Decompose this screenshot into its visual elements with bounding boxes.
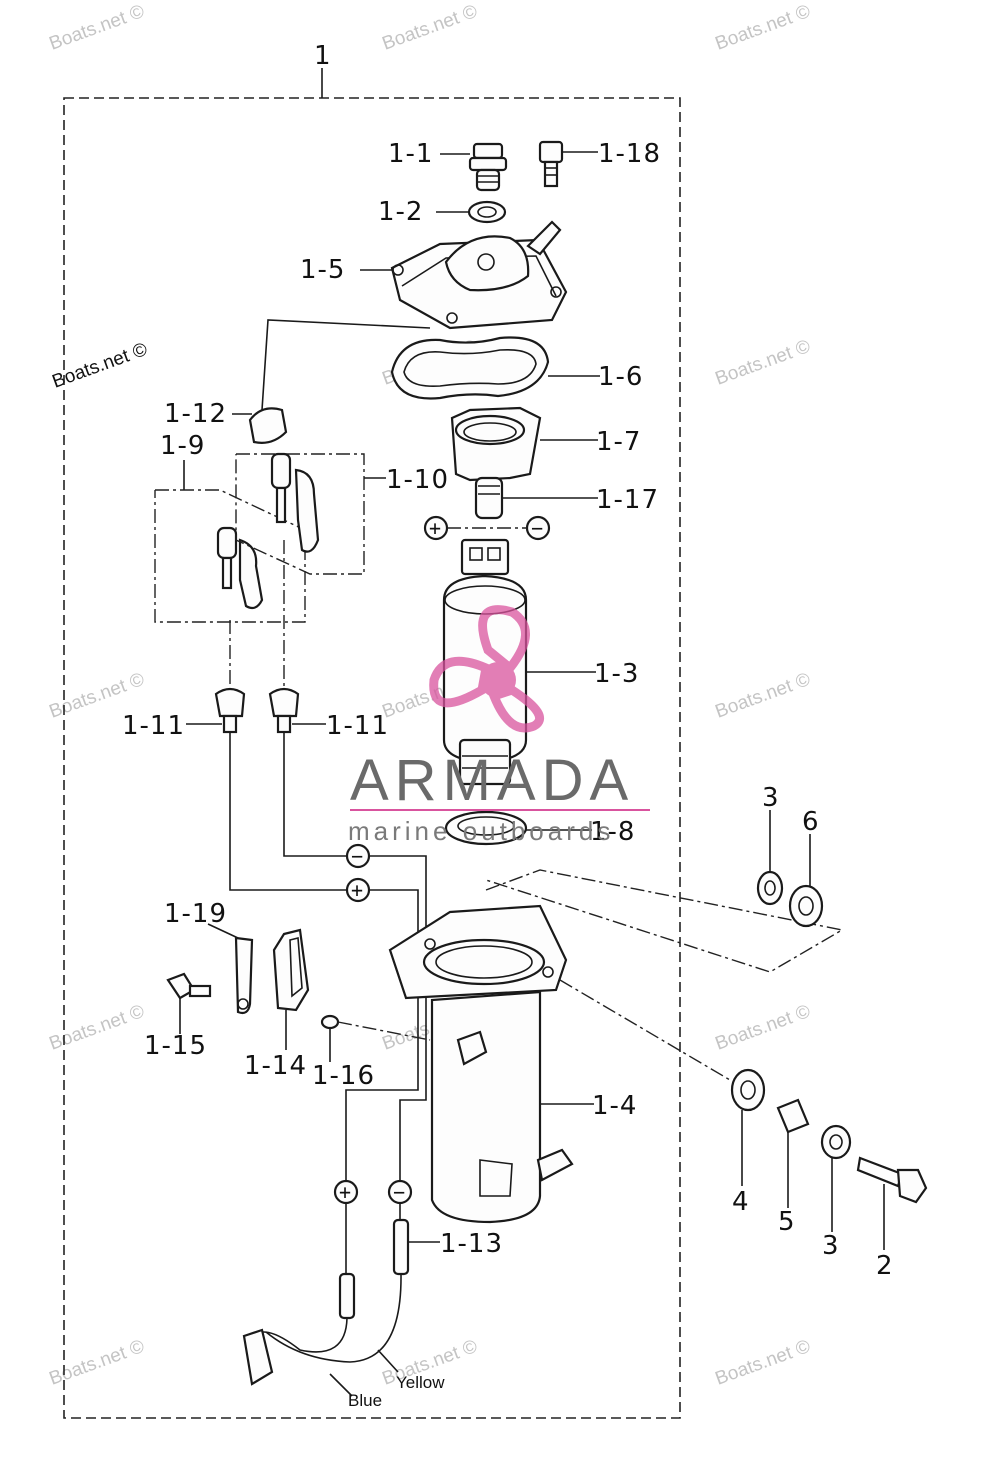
watermark: Boats.net © [47, 1336, 148, 1390]
callout-1-1: 1-1 [388, 139, 433, 169]
watermark: Boats.net © [713, 1001, 814, 1055]
wire-label-yellow: Yellow [396, 1373, 445, 1392]
callout-3-upper: 3 [762, 783, 780, 813]
callout-1-18: 1-18 [598, 139, 661, 169]
callout-1-16: 1-16 [312, 1061, 375, 1091]
callout-1-15: 1-15 [144, 1031, 207, 1061]
wiring: − + [229, 732, 427, 1180]
pump-polarity: + − [423, 515, 551, 541]
watermark: Boats.net © [713, 1336, 814, 1390]
bolt-2: 2 [856, 1156, 928, 1281]
callout-1-19: 1-19 [164, 899, 227, 929]
callout-1-17: 1-17 [596, 485, 659, 515]
watermark: Boats.net © [713, 1, 814, 55]
plus-symbol: + [351, 878, 363, 902]
fitting-1-1: 1-1 [388, 139, 508, 192]
connector-1-17: 1-17 [474, 476, 659, 520]
callout-1-10: 1-10 [386, 465, 449, 495]
washer-1-16: 1-16 [312, 1014, 431, 1091]
callout-1-8: 1-8 [590, 817, 635, 847]
callout-1-4: 1-4 [592, 1091, 637, 1121]
callout-1-13: 1-13 [440, 1229, 503, 1259]
brand-logo: ARMADA marine outboards [348, 605, 650, 846]
watermark: Boats.net © [713, 336, 814, 390]
callout-1-9: 1-9 [160, 431, 205, 461]
assembly-boundary: 1 [63, 41, 681, 1419]
callout-6: 6 [802, 807, 820, 837]
brand-tagline: marine outboards [348, 816, 614, 846]
o-ring-1-2: 1-2 [378, 197, 507, 227]
callout-1-6: 1-6 [598, 362, 643, 392]
wire-label-blue: Blue [348, 1391, 382, 1410]
gasket-1-6: 1-6 [390, 336, 643, 400]
washer-3-upper: 3 [756, 783, 784, 906]
harness-1-13: + − 1-13 Yellow Blue [242, 1179, 503, 1410]
callout-1-12: 1-12 [164, 399, 227, 429]
callout-4: 4 [732, 1187, 750, 1217]
bolt-1-15: 1-15 [144, 972, 212, 1061]
watermark: Boats.net © [47, 1001, 148, 1055]
strap-1-19: 1-19 [164, 899, 254, 1015]
minus-symbol: − [393, 1180, 405, 1204]
terminal-group-1-10: 1-10 [235, 452, 449, 575]
washer-3-lower: 3 [820, 1124, 852, 1261]
leader-cover [261, 319, 431, 411]
seal-1-8: 1-8 [444, 810, 635, 847]
callout-1-11-right: 1-11 [326, 711, 389, 741]
nut-1-7: 1-7 [450, 406, 641, 482]
cover-1-5: 1-5 [300, 220, 568, 330]
callout-1-5: 1-5 [300, 255, 345, 285]
callout-3-lower: 3 [822, 1231, 840, 1261]
terminal-1-11-right: 1-11 [268, 540, 389, 741]
callout-1-14: 1-14 [244, 1051, 307, 1081]
callout-5: 5 [778, 1207, 796, 1237]
callout-assembly: 1 [314, 41, 332, 71]
guide-lower-right [559, 979, 731, 1081]
holder-1-14: 1-14 [244, 928, 310, 1081]
plus-symbol: + [429, 516, 441, 540]
grommet-4: 4 [730, 1068, 766, 1217]
watermark: Boats.net © [47, 1, 148, 55]
screw-1-18: 1-18 [538, 139, 661, 188]
minus-symbol: − [351, 844, 363, 868]
callout-1-7: 1-7 [596, 427, 641, 457]
callout-1-3: 1-3 [594, 659, 639, 689]
brand-name: ARMADA [350, 748, 634, 813]
clip-1-12: 1-12 [164, 399, 288, 444]
grommet-6: 6 [788, 807, 824, 928]
watermark-layer: Boats.net © Boats.net © Boats.net © Boat… [47, 1, 814, 1390]
housing-1-4: 1-4 [388, 904, 637, 1224]
collar-5: 5 [776, 1098, 810, 1237]
callout-2: 2 [876, 1251, 894, 1281]
minus-symbol: − [531, 516, 543, 540]
plus-symbol: + [339, 1180, 351, 1204]
watermark: Boats.net © [713, 669, 814, 723]
guide-upper-right [485, 869, 844, 973]
callout-1-2: 1-2 [378, 197, 423, 227]
callout-1-11-left: 1-11 [122, 711, 185, 741]
watermark: Boats.net © [380, 1, 481, 55]
